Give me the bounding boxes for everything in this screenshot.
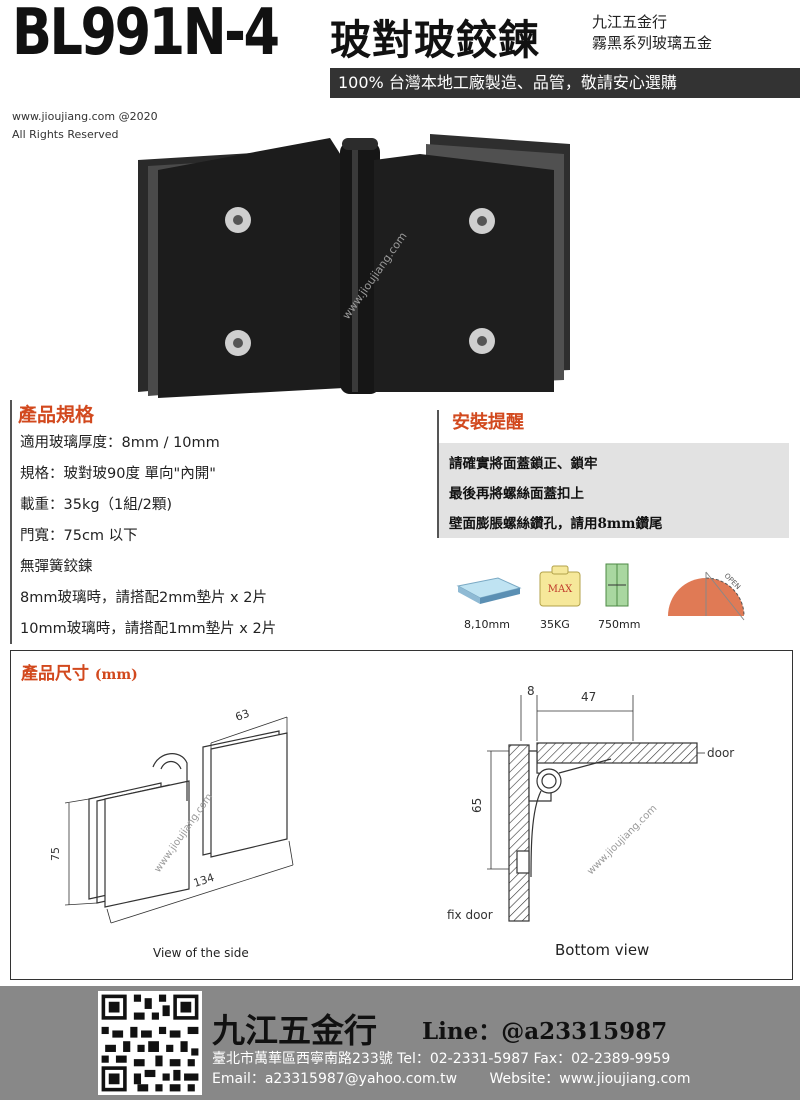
bottom-fix-door-label: fix door xyxy=(447,908,493,922)
copyright-rights: All Rights Reserved xyxy=(12,128,119,141)
screw-bottom-left-center xyxy=(233,338,243,348)
door-width-icon xyxy=(605,563,629,607)
screw-top-left-center xyxy=(233,215,243,225)
product-name: 玻對玻鉸鍊 xyxy=(330,16,540,64)
bottom-view-caption: Bottom view xyxy=(555,941,649,959)
door-width-label: 750mm xyxy=(598,618,641,631)
footer-line-id[interactable]: Line：@a23315987 xyxy=(422,1018,668,1045)
side-view-caption: View of the side xyxy=(153,946,249,960)
copyright-site: www.jioujiang.com @2020 xyxy=(12,110,158,123)
spec-door-width: 門寬：75cm 以下 xyxy=(20,528,138,544)
glass-thickness-icon xyxy=(456,577,522,604)
dimension-unit: (mm) xyxy=(94,667,138,683)
footer-contact: Email：a23315987@yahoo.com.tw Website：www… xyxy=(212,1068,691,1088)
dimension-title-text: 產品尺寸 xyxy=(21,664,89,684)
spec-10mm-shim: 10mm玻璃時，請搭配1mm墊片 x 2片 xyxy=(20,621,277,637)
dimension-section: 63 75 134 www.jioujiang.com View of the … xyxy=(10,650,793,980)
bottom-width-label: 47 xyxy=(581,690,596,704)
dimension-drawings: 63 75 134 www.jioujiang.com View of the … xyxy=(49,684,734,960)
series-name: 霧黑系列玻璃五金 xyxy=(592,34,713,52)
side-view-drawing xyxy=(64,716,294,924)
screw-top-right-center xyxy=(477,216,487,226)
dimension-title: 產品尺寸 (mm) xyxy=(21,659,138,684)
qr-code-icon[interactable] xyxy=(98,991,202,1095)
screw-caps xyxy=(225,207,495,356)
left-plate xyxy=(158,138,344,398)
spec-load: 載重：35kg（1組/2顆) xyxy=(20,497,173,513)
feature-icons-svg: MAX OPEN xyxy=(456,563,745,621)
bottom-view-watermark: www.jioujiang.com xyxy=(585,803,659,877)
screw-bottom-right-center xyxy=(477,336,487,346)
install-step-1: 請確實將面蓋鎖正、鎖牢 xyxy=(449,456,598,472)
install-divider xyxy=(437,410,439,538)
company-name: 九江五金行 xyxy=(592,13,668,31)
footer: 九江五金行 Line：@a23315987 臺北市萬華區西寧南路233號 Tel… xyxy=(0,986,800,1100)
hinge-knuckle-highlight xyxy=(352,144,358,392)
footer-address: 臺北市萬華區西寧南路233號 Tel：02-2331-5987 Fax：02-2… xyxy=(212,1051,671,1067)
footer-email[interactable]: Email：a23315987@yahoo.com.tw xyxy=(212,1071,458,1087)
company-info: 九江五金行 霧黑系列玻璃五金 xyxy=(592,12,712,54)
spec-8mm-shim: 8mm玻璃時，請搭配2mm墊片 x 2片 xyxy=(20,590,267,606)
hinge-knuckle xyxy=(340,142,380,394)
spec-divider xyxy=(10,400,12,644)
side-height-label: 75 xyxy=(49,847,62,861)
weight-max-text: MAX xyxy=(548,584,573,595)
install-list: 請確實將面蓋鎖正、鎖牢 最後再將螺絲面蓋扣上 壁面膨脹螺絲鑽孔，請用8mm鑽尾 xyxy=(439,443,789,539)
weight-icon: MAX xyxy=(539,565,581,607)
slogan-bar: 100% 台灣本地工廠製造、品管，敬請安心選購 xyxy=(330,68,800,98)
spec-glass-thickness: 適用玻璃厚度：8mm / 10mm xyxy=(20,435,220,451)
weight-label: 35KG xyxy=(540,618,570,631)
spec-type: 規格：玻對玻90度 單向"內開" xyxy=(20,466,216,482)
spec-no-spring: 無彈簧鉸鍊 xyxy=(20,559,93,575)
spec-title: 產品規格 xyxy=(18,404,95,426)
opening-angle-icon: OPEN xyxy=(668,571,745,621)
side-depth-label: 63 xyxy=(234,707,252,724)
glass-thickness-label: 8,10mm xyxy=(464,618,510,631)
header: BL991N-4 玻對玻鉸鍊 九江五金行 霧黑系列玻璃五金 100% 台灣本地工… xyxy=(0,0,800,100)
bottom-view-drawing xyxy=(487,695,705,922)
hinge-top-cap xyxy=(342,138,378,150)
right-plate xyxy=(374,154,554,392)
install-step-2: 最後再將螺絲面蓋扣上 xyxy=(449,486,584,502)
bottom-offset-label: 8 xyxy=(527,684,535,698)
install-title: 安裝提醒 xyxy=(452,412,524,433)
model-number: BL991N-4 xyxy=(12,0,280,70)
feature-icons: MAX OPEN 8,10mm 35KG 750mm xyxy=(452,558,792,636)
bottom-door-label: door xyxy=(707,746,734,760)
bottom-height-label: 65 xyxy=(470,798,484,813)
copyright: www.jioujiang.com @2020 All Rights Reser… xyxy=(12,108,158,144)
install-step-3: 壁面膨脹螺絲鑽孔，請用8mm鑽尾 xyxy=(449,516,663,532)
product-photo: www.jioujiang.com xyxy=(138,134,570,398)
footer-website[interactable]: Website：www.jioujiang.com xyxy=(489,1071,691,1087)
footer-company-name: 九江五金行 xyxy=(212,1011,377,1050)
install-box: 請確實將面蓋鎖正、鎖牢 最後再將螺絲面蓋扣上 壁面膨脹螺絲鑽孔，請用8mm鑽尾 xyxy=(439,443,789,538)
side-width-label: 134 xyxy=(192,871,216,890)
spec-list: 適用玻璃厚度：8mm / 10mm 規格：玻對玻90度 單向"內開" 載重：35… xyxy=(20,432,276,649)
